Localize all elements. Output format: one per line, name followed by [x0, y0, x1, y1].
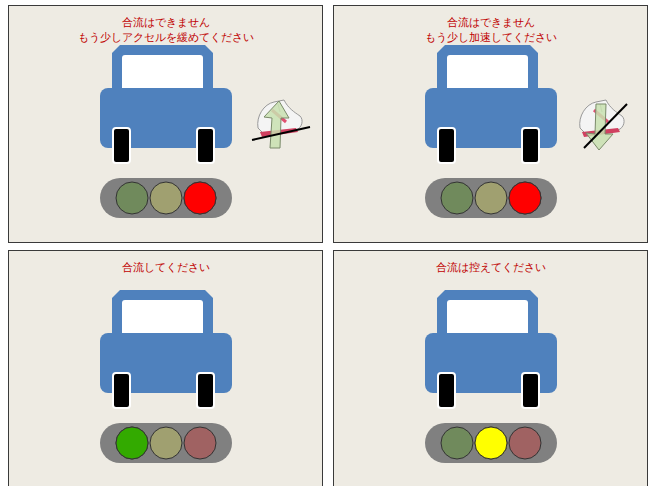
instruction-text: 合流してください	[9, 260, 322, 275]
message-group: 合流は控えてください	[334, 260, 647, 275]
instruction-panel: 合流してください	[8, 250, 323, 486]
slash-line	[584, 104, 627, 148]
slash-line	[252, 127, 310, 140]
shoe-icon	[258, 100, 302, 137]
instruction-text: 合流はできません	[334, 15, 647, 30]
car-icon	[425, 45, 557, 218]
instruction-text: もう少し加速してください	[334, 30, 647, 45]
car-icon	[100, 290, 232, 463]
instruction-text: もう少しアクセルを緩めてください	[9, 30, 322, 45]
shoe-icon	[580, 100, 624, 137]
instruction-panel: 合流は控えてください	[333, 250, 648, 486]
red-light	[184, 182, 216, 214]
instruction-text: 合流はできません	[9, 15, 322, 30]
instruction-panel: 合流はできませんもう少しアクセルを緩めてください	[8, 5, 323, 243]
instruction-text: 合流は控えてください	[334, 260, 647, 275]
red-light	[509, 182, 541, 214]
message-group: 合流はできませんもう少し加速してください	[334, 15, 647, 45]
car-icon	[425, 290, 557, 463]
press-arrow	[586, 104, 613, 150]
release-arrow	[264, 101, 289, 148]
green-light	[116, 427, 148, 459]
yellow-light	[475, 427, 507, 459]
instruction-panel: 合流はできませんもう少し加速してください	[333, 5, 648, 243]
message-group: 合流はできませんもう少しアクセルを緩めてください	[9, 15, 322, 45]
car-icon	[100, 45, 232, 218]
message-group: 合流してください	[9, 260, 322, 275]
